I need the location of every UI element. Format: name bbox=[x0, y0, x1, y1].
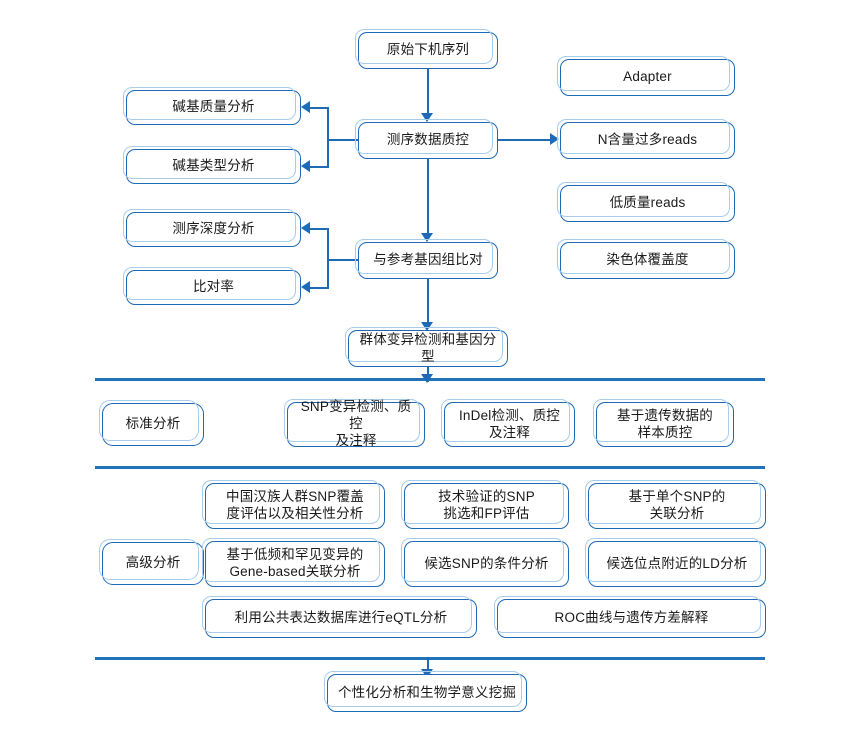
node-indel-calling-label: InDel检测、质控 及注释 bbox=[458, 407, 560, 440]
connector-trunk-to-align-rate bbox=[310, 287, 329, 290]
section-label-standard-text: 标准分析 bbox=[125, 416, 181, 432]
node-base-type[interactable]: 碱基类型分析 bbox=[123, 146, 301, 184]
node-low-quality-reads[interactable]: 低质量reads bbox=[557, 182, 735, 222]
arrowhead-to-final bbox=[421, 669, 433, 678]
node-raw-sequence-label: 原始下机序列 bbox=[386, 42, 470, 58]
node-eqtl-analysis[interactable]: 利用公共表达数据库进行eQTL分析 bbox=[202, 596, 477, 638]
node-low-quality-reads-label: 低质量reads bbox=[609, 195, 686, 211]
node-depth-analysis-label: 测序深度分析 bbox=[172, 221, 255, 237]
node-ld-analysis-label: 候选位点附近的LD分析 bbox=[606, 555, 748, 571]
node-ld-analysis[interactable]: 候选位点附近的LD分析 bbox=[585, 538, 766, 587]
node-n-reads-label: N含量过多reads bbox=[597, 132, 698, 148]
arrowhead-base-quality bbox=[301, 101, 310, 113]
node-chrom-coverage-label: 染色体覆盖度 bbox=[606, 252, 689, 268]
node-han-snp-coverage-label: 中国汉族人群SNP覆盖 度评估以及相关性分析 bbox=[226, 489, 364, 521]
node-tech-validated-snp[interactable]: 技术验证的SNP 挑选和FP评估 bbox=[401, 480, 569, 529]
arrowhead-depth bbox=[301, 222, 310, 234]
arrowhead-align-to-variant bbox=[421, 322, 433, 331]
node-sample-qc[interactable]: 基于遗传数据的 样本质控 bbox=[593, 399, 734, 447]
node-adapter[interactable]: Adapter bbox=[557, 56, 735, 96]
node-candidate-snp-conditional-label: 候选SNP的条件分析 bbox=[424, 555, 549, 571]
node-final[interactable]: 个性化分析和生物学意义挖掘 bbox=[324, 671, 527, 712]
node-qc-label: 测序数据质控 bbox=[386, 132, 470, 148]
node-align-rate-label: 比对率 bbox=[192, 279, 235, 295]
node-base-quality[interactable]: 碱基质量分析 bbox=[123, 87, 301, 125]
node-align-rate[interactable]: 比对率 bbox=[123, 267, 301, 305]
node-n-reads[interactable]: N含量过多reads bbox=[557, 119, 735, 159]
node-han-snp-coverage[interactable]: 中国汉族人群SNP覆盖 度评估以及相关性分析 bbox=[202, 480, 385, 529]
node-depth-analysis[interactable]: 测序深度分析 bbox=[123, 209, 301, 247]
connector-trunk-to-base-quality bbox=[310, 107, 329, 110]
arrowhead-base-type bbox=[301, 160, 310, 172]
connector-align-to-left-trunk bbox=[327, 259, 359, 262]
node-base-type-label: 碱基类型分析 bbox=[172, 158, 255, 174]
node-align-ref[interactable]: 与参考基因组比对 bbox=[355, 239, 498, 279]
section-label-standard[interactable]: 标准分析 bbox=[99, 400, 204, 446]
node-variant-calling-label: 群体变异检测和基因分型 bbox=[359, 331, 497, 364]
arrowhead-raw-to-qc bbox=[421, 113, 433, 122]
connector-raw-to-qc bbox=[427, 69, 430, 117]
node-sample-qc-label: 基于遗传数据的 样本质控 bbox=[617, 407, 713, 440]
node-adapter-label: Adapter bbox=[623, 69, 672, 85]
node-indel-calling[interactable]: InDel检测、质控 及注释 bbox=[441, 399, 575, 447]
node-snp-calling-label: SNP变异检测、质控 及注释 bbox=[300, 399, 412, 448]
connector-left-trunk bbox=[327, 108, 330, 168]
node-roc-variance[interactable]: ROC曲线与遗传方差解释 bbox=[494, 596, 766, 638]
arrowhead-n-reads bbox=[550, 133, 559, 145]
connector-qc-to-left-trunk bbox=[327, 139, 359, 142]
node-candidate-snp-conditional[interactable]: 候选SNP的条件分析 bbox=[401, 538, 569, 587]
node-snp-calling[interactable]: SNP变异检测、质控 及注释 bbox=[284, 399, 425, 448]
section-label-advanced[interactable]: 高级分析 bbox=[99, 539, 204, 585]
connector-align-to-variant bbox=[427, 279, 430, 326]
node-align-ref-label: 与参考基因组比对 bbox=[373, 252, 483, 268]
divider-standard-bottom bbox=[95, 466, 765, 469]
node-raw-sequence[interactable]: 原始下机序列 bbox=[355, 29, 498, 69]
node-qc[interactable]: 测序数据质控 bbox=[355, 119, 498, 159]
node-final-label: 个性化分析和生物学意义挖掘 bbox=[337, 684, 517, 700]
node-eqtl-analysis-label: 利用公共表达数据库进行eQTL分析 bbox=[234, 610, 448, 626]
arrowhead-variant-to-standard bbox=[421, 374, 433, 383]
node-roc-variance-label: ROC曲线与遗传方差解释 bbox=[554, 610, 709, 626]
node-chrom-coverage[interactable]: 染色体覆盖度 bbox=[557, 239, 735, 279]
connector-trunk-to-base-type bbox=[310, 166, 329, 169]
node-variant-calling[interactable]: 群体变异检测和基因分型 bbox=[345, 327, 508, 367]
node-gene-based-association-label: 基于低频和罕见变异的 Gene-based关联分析 bbox=[226, 547, 364, 579]
node-tech-validated-snp-label: 技术验证的SNP 挑选和FP评估 bbox=[438, 489, 535, 521]
divider-advanced-bottom bbox=[95, 657, 765, 660]
connector-to-final bbox=[427, 657, 430, 675]
node-base-quality-label: 碱基质量分析 bbox=[172, 99, 255, 115]
arrowhead-qc-to-align bbox=[421, 233, 433, 242]
connector-trunk-to-depth bbox=[310, 228, 329, 231]
node-single-snp-association[interactable]: 基于单个SNP的 关联分析 bbox=[585, 480, 766, 529]
node-single-snp-association-label: 基于单个SNP的 关联分析 bbox=[628, 489, 726, 521]
arrowhead-align-rate bbox=[301, 281, 310, 293]
connector-left-trunk-2 bbox=[327, 228, 330, 288]
connector-qc-to-align bbox=[427, 159, 430, 237]
node-gene-based-association[interactable]: 基于低频和罕见变异的 Gene-based关联分析 bbox=[202, 538, 385, 587]
connector-qc-to-n-reads bbox=[498, 139, 552, 142]
section-label-advanced-text: 高级分析 bbox=[125, 555, 181, 571]
